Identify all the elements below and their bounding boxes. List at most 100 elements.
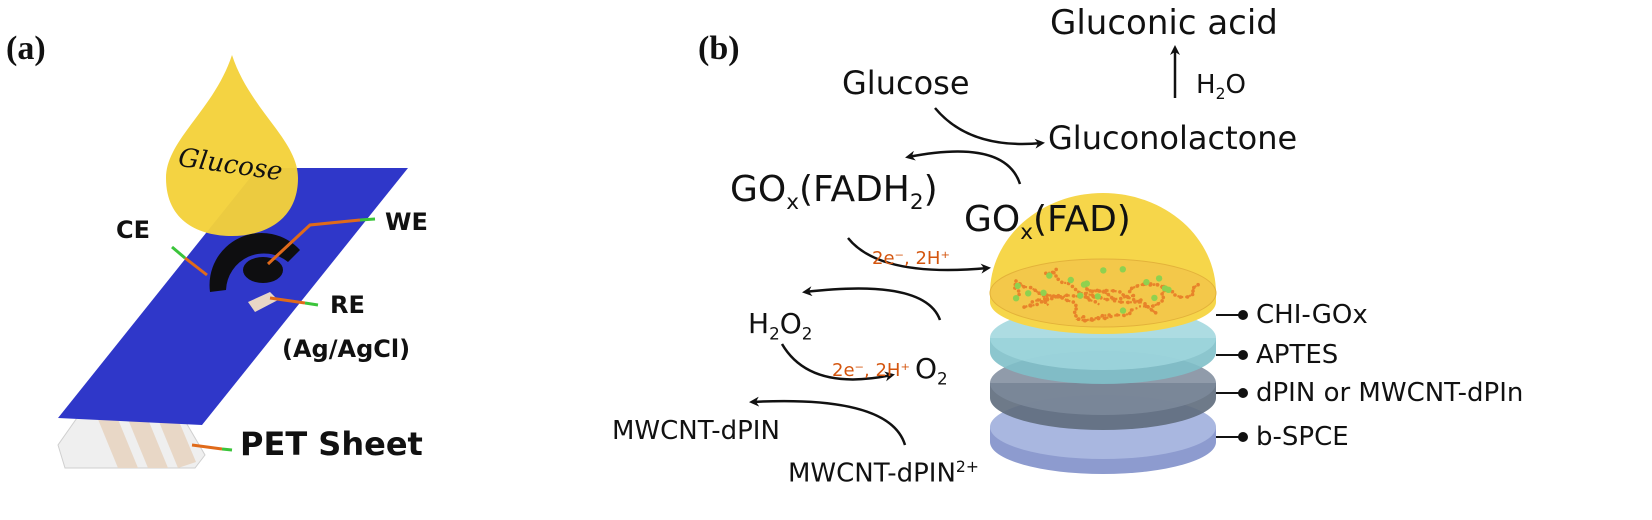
polymer-bead bbox=[1149, 308, 1154, 312]
polymer-bead bbox=[1105, 297, 1109, 302]
polymer-bead bbox=[1191, 289, 1195, 293]
enzyme-particle bbox=[1040, 289, 1047, 296]
polymer-bead bbox=[1160, 292, 1164, 296]
contact-pad bbox=[155, 412, 196, 468]
polymer-bead bbox=[1045, 297, 1050, 301]
polymer-bead bbox=[1196, 282, 1200, 287]
arrow-h2o2-to-o2 bbox=[780, 343, 895, 382]
gluconolactone-label: Gluconolactone bbox=[1048, 119, 1298, 157]
arrow-glucose-to-gluconolactone bbox=[934, 107, 1045, 149]
polymer-bead bbox=[1160, 299, 1164, 303]
layer-label-aptes: APTES bbox=[1256, 340, 1339, 370]
polymer-bead bbox=[1173, 293, 1177, 297]
polymer-bead bbox=[1178, 295, 1183, 299]
polymer-bead bbox=[1151, 304, 1155, 308]
enzyme-particle bbox=[1119, 266, 1127, 273]
enzyme-particle bbox=[1014, 282, 1021, 290]
polymer-bead bbox=[1101, 290, 1106, 294]
o2-label: O2 bbox=[915, 352, 948, 389]
reference-electrode-label: RE bbox=[330, 291, 365, 319]
polymer-bead bbox=[1190, 292, 1195, 297]
enzyme-particle bbox=[1077, 292, 1084, 299]
polymer-bead bbox=[1030, 300, 1035, 304]
polymer-bead bbox=[1054, 267, 1058, 272]
arrow-fadh2-to-h2o2 bbox=[847, 237, 991, 274]
polymer-bead bbox=[1128, 311, 1132, 316]
arrow-to-h2o2 bbox=[802, 286, 942, 321]
polymer-bead bbox=[1035, 302, 1039, 307]
polymer-bead bbox=[1053, 294, 1058, 299]
polymer-bead bbox=[1112, 298, 1117, 303]
glucose-drop bbox=[166, 55, 298, 236]
polymer-bead bbox=[1036, 298, 1040, 302]
polymer-bead bbox=[1096, 316, 1101, 321]
polymer-bead bbox=[1033, 288, 1037, 293]
polymer-bead bbox=[1095, 288, 1100, 293]
polymer-bead bbox=[1144, 304, 1148, 309]
glucose-label: Glucose bbox=[842, 64, 970, 102]
enzyme-particle bbox=[1119, 307, 1127, 314]
polymer-bead bbox=[1133, 300, 1137, 304]
polymer-bead bbox=[1155, 283, 1160, 287]
polymer-bead bbox=[1028, 304, 1033, 308]
h2o2-label: H2O2 bbox=[748, 307, 813, 344]
polymer-bead bbox=[1083, 318, 1087, 323]
contact-pad bbox=[125, 412, 168, 468]
arrow-gox-ox-to-red bbox=[905, 150, 1022, 185]
enzyme-particle bbox=[1025, 290, 1032, 297]
polymer-bead bbox=[1076, 317, 1081, 322]
polymer-bead bbox=[1156, 302, 1160, 306]
polymer-bead bbox=[1065, 298, 1069, 303]
enzyme-particle bbox=[1094, 293, 1102, 300]
polymer-bead bbox=[1022, 285, 1026, 289]
polymer-bead bbox=[1085, 287, 1089, 291]
polymer-bead bbox=[1121, 293, 1126, 297]
polymer-bead bbox=[1129, 308, 1134, 312]
polymer-bead bbox=[1028, 285, 1033, 290]
polymer-bead bbox=[1139, 298, 1143, 302]
electron-transfer-label-1: 2e⁻, 2H⁺ bbox=[872, 248, 950, 269]
polymer-chain bbox=[1023, 294, 1065, 309]
working-electrode bbox=[243, 257, 283, 283]
polymer-bead bbox=[1054, 274, 1058, 278]
mwcnt-dpin-oxidized-label: MWCNT-dPIN2+ bbox=[788, 458, 979, 489]
polymer-bead bbox=[1131, 293, 1136, 298]
polymer-bead bbox=[1093, 300, 1098, 304]
water-label: H2O bbox=[1196, 70, 1246, 104]
polymer-bead bbox=[1127, 289, 1132, 294]
contact-pad bbox=[95, 412, 138, 468]
polymer-bead bbox=[1126, 295, 1131, 300]
polymer-bead bbox=[1037, 291, 1041, 296]
electron-transfer-label-2: 2e⁻, 2H⁺ bbox=[832, 360, 910, 381]
enzyme-particle bbox=[1155, 275, 1163, 282]
polymer-bead bbox=[1070, 284, 1075, 289]
polymer-bead bbox=[1071, 300, 1076, 304]
polymer-bead bbox=[1014, 279, 1018, 283]
gluconic-acid-label: Gluconic acid bbox=[1050, 3, 1278, 43]
layer-leaders bbox=[1216, 310, 1248, 442]
polymer-bead bbox=[1122, 313, 1126, 318]
gox-reduced-label: GOx(FADH2) bbox=[730, 169, 938, 216]
polymer-bead bbox=[1161, 295, 1166, 300]
polymer-bead bbox=[1129, 286, 1134, 291]
gox-oxidized-label: GOx(FAD) bbox=[964, 199, 1131, 246]
sensor-strip bbox=[58, 168, 408, 425]
polymer-bead bbox=[1016, 289, 1021, 293]
layer-label-chi-gox: CHI-GOx bbox=[1256, 300, 1368, 330]
polymer-bead bbox=[1087, 298, 1092, 302]
counter-electrode-label: CE bbox=[116, 216, 151, 244]
polymer-bead bbox=[1118, 290, 1122, 294]
polymer-chains bbox=[1012, 266, 1200, 323]
polymer-bead bbox=[1040, 300, 1044, 304]
polymer-bead bbox=[1060, 280, 1064, 285]
polymer-bead bbox=[1106, 292, 1111, 297]
counter-electrode bbox=[209, 232, 300, 292]
polymer-bead bbox=[1081, 315, 1086, 319]
layer-label-dpin: dPIN or MWCNT-dPIn bbox=[1256, 378, 1524, 408]
reaction-arrows bbox=[749, 45, 1180, 446]
panel-b-label: (b) bbox=[698, 30, 740, 67]
polymer-bead bbox=[1107, 313, 1111, 317]
polymer-bead bbox=[1100, 313, 1105, 318]
working-electrode-label: WE bbox=[385, 208, 428, 236]
